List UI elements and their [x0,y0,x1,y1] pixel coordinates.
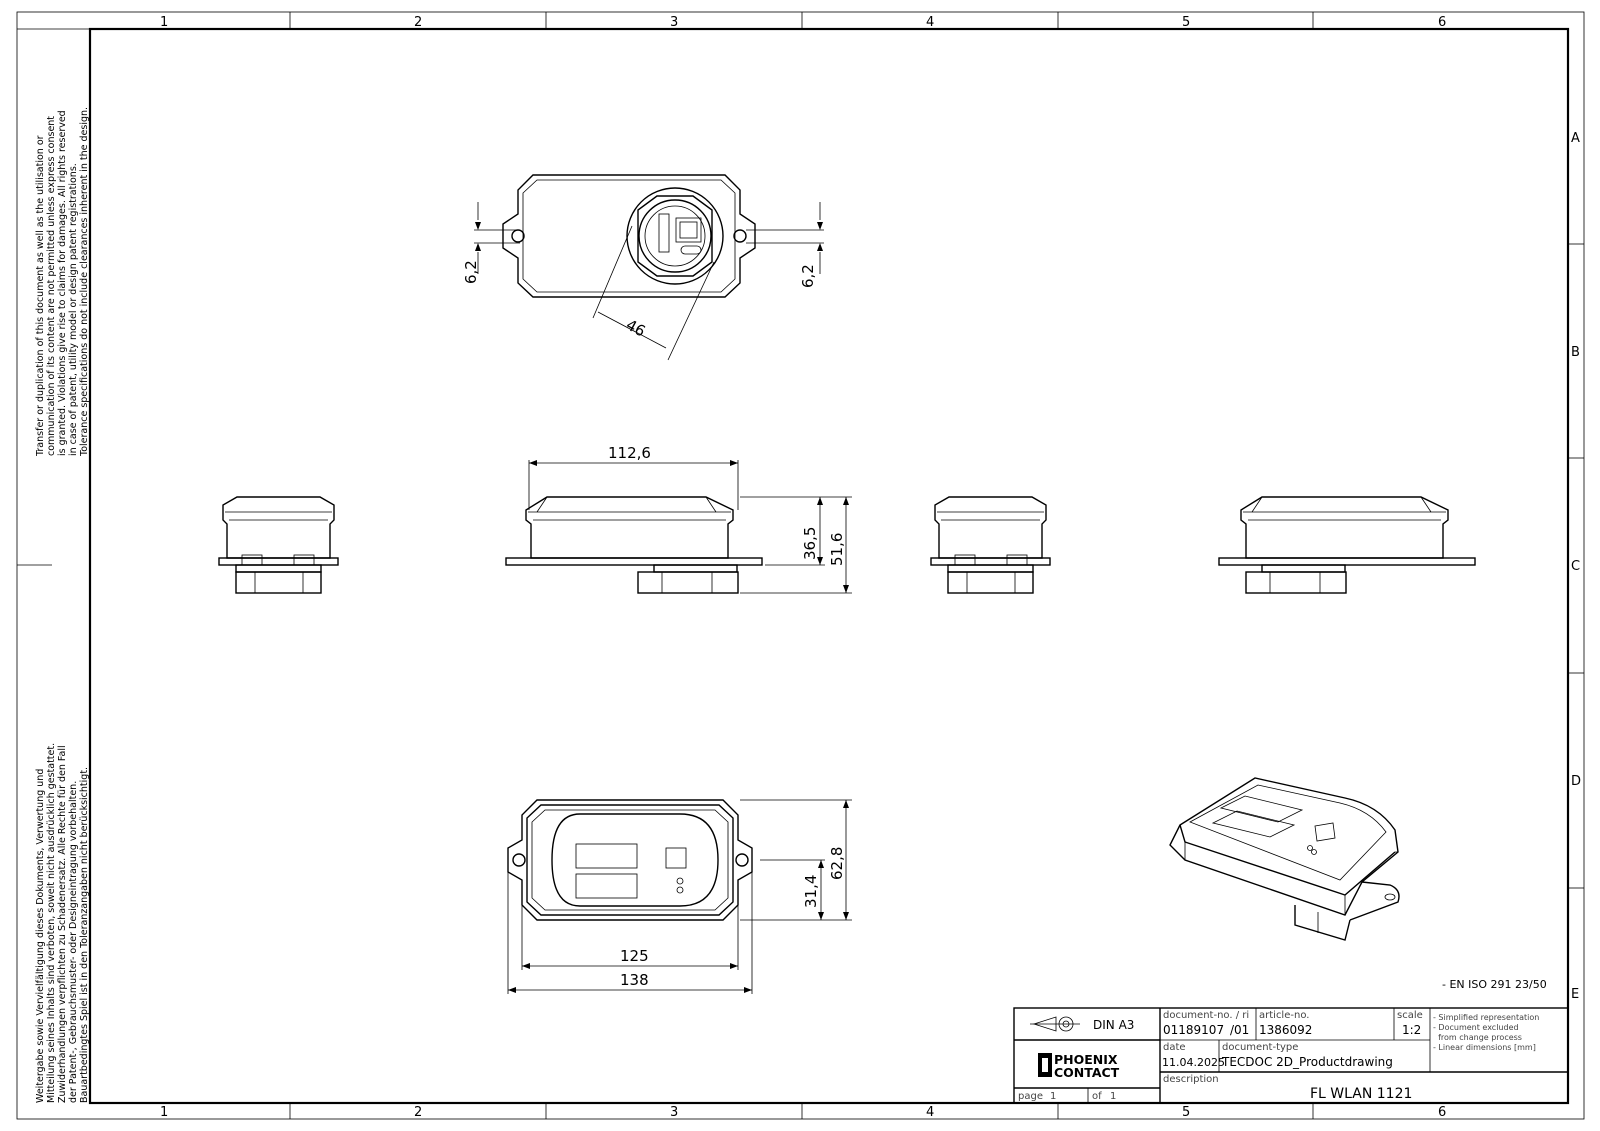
side-view-left [218,496,339,594]
column-grid: 1 2 3 4 5 6 1 2 3 4 5 6 [160,12,1446,1120]
svg-text:PHOENIX: PHOENIX [1054,1052,1118,1067]
back-view [1218,496,1476,594]
col-label-top: 4 [926,15,934,30]
svg-text:Transfer or duplication of thi: Transfer or duplication of this document… [35,135,46,457]
dim-front-body-height: 36,5 [801,527,819,560]
col-label-bottom: 6 [1438,1105,1446,1120]
note-line: - Simplified representation [1433,1013,1539,1022]
col-label-bottom: 3 [670,1105,678,1120]
col-label-top: 1 [160,15,168,30]
row-label: B [1571,345,1580,360]
legal-notice-de: Weitergabe sowie Vervielfältigung dieses… [35,743,90,1103]
col-label-bottom: 4 [926,1105,934,1120]
svg-text:is granted. Violations give ri: is granted. Violations give rise to clai… [57,110,68,456]
outer-frame [16,11,1585,1120]
dim-front-width: 112,6 [608,444,651,462]
legal-notice-en: Transfer or duplication of this document… [35,107,90,457]
svg-text:CONTACT: CONTACT [1054,1065,1120,1080]
dim-top-right: 6,2 [799,264,817,288]
date-label: date [1163,1042,1186,1053]
col-label-top: 2 [414,15,422,30]
col-label-bottom: 5 [1182,1105,1190,1120]
dim-front-total-height: 51,6 [828,533,846,566]
svg-text:der Patent-, Gebrauchsmuster-: der Patent-, Gebrauchsmuster- oder Desig… [68,781,79,1103]
top-view: 6,2 6,2 46 [462,174,824,361]
document-type-label: document-type [1222,1042,1298,1053]
projection-symbol-icon [1030,1016,1080,1032]
inner-frame [88,27,1570,1105]
svg-text:in case of patent, utility mod: in case of patent, utility model or desi… [68,163,79,456]
description-label: description [1163,1074,1219,1085]
title-block: DIN A3 PHOENIX CONTACT page 1 of 1 docum… [1013,1007,1569,1104]
isometric-view [1169,777,1400,941]
col-label-top: 3 [670,15,678,30]
date: 11.04.2025 [1162,1056,1225,1069]
connector-ring [626,187,724,285]
document-no: 01189107 [1163,1023,1224,1037]
row-label: D [1571,774,1581,789]
of-label: of [1092,1091,1102,1102]
page-label: page [1018,1091,1043,1102]
dim-top-left: 6,2 [462,260,480,284]
svg-text:Weitergabe sowie Vervielfältig: Weitergabe sowie Vervielfältigung dieses… [35,769,46,1103]
phoenix-contact-logo: PHOENIX CONTACT [1038,1052,1120,1080]
dim-bottom-inner-width: 125 [620,947,649,965]
col-label-top: 6 [1438,15,1446,30]
scale-label: scale [1397,1010,1423,1021]
side-view-right [930,496,1051,594]
of-value: 1 [1110,1091,1116,1102]
document-type: TECDOC 2D_Productdrawing [1221,1055,1393,1069]
col-label-bottom: 1 [160,1105,168,1120]
dim-bottom-half-height: 31,4 [802,875,820,908]
description: FL WLAN 1121 [1310,1086,1412,1102]
document-no-label: document-no. / ri [1163,1010,1249,1021]
front-view: 112,6 36,5 51,6 [505,444,852,594]
svg-text:Bauartbedingtes Spiel ist in d: Bauartbedingtes Spiel ist in den Toleran… [79,767,90,1103]
bottom-view: 31,4 62,8 125 138 [507,799,852,994]
col-label-top: 5 [1182,15,1190,30]
row-label: C [1571,559,1580,574]
col-label-bottom: 2 [414,1105,422,1120]
svg-text:Mitteilung seines Inhalts sind: Mitteilung seines Inhalts sind verboten,… [46,743,57,1103]
note-line: - Linear dimensions [mm] [1433,1043,1536,1052]
standard-note: - EN ISO 291 23/50 [1442,978,1547,991]
page-value: 1 [1050,1091,1056,1102]
note-line: - Document excluded [1433,1023,1519,1032]
article-no-label: article-no. [1259,1010,1309,1021]
svg-text:Zuwiderhandlungen verpflichten: Zuwiderhandlungen verpflichten zu Schade… [57,745,68,1103]
dim-bottom-total-width: 138 [620,971,649,989]
svg-text:communication of its content a: communication of its content are not per… [46,116,57,456]
row-label: A [1571,131,1580,146]
paper-size: DIN A3 [1093,1018,1134,1032]
note-line: from change process [1433,1033,1522,1042]
article-no: 1386092 [1259,1023,1312,1037]
svg-text:Tolerance specifications do no: Tolerance specifications do not include … [79,107,90,457]
revision: /01 [1230,1023,1249,1037]
row-label: E [1571,987,1579,1002]
dim-bottom-height: 62,8 [828,847,846,880]
scale: 1:2 [1402,1023,1421,1037]
row-grid: A B C D E [1568,131,1584,1002]
